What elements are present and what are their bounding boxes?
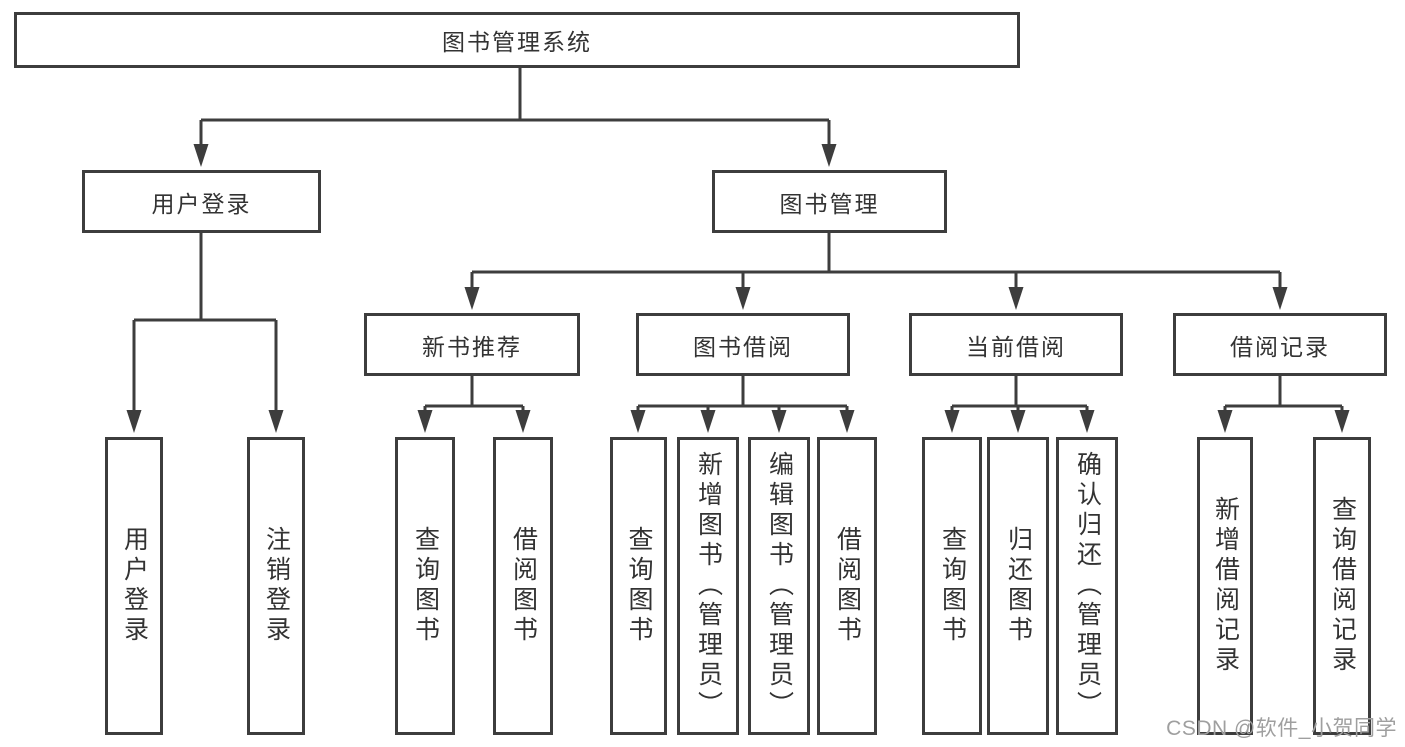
leaf-add-borrow-record: 新增借阅记录 [1197,437,1253,735]
arrow-head-icon [700,410,716,433]
leaf-user-login: 用户登录 [105,437,163,735]
leaf-borrow-books: 借阅图书 [817,437,877,735]
arrow-head-icon [735,287,751,310]
connector-book-management-branch [470,233,1282,289]
branch-lines [132,68,1344,412]
leaf-query-borrow-record: 查询借阅记录 [1313,437,1371,735]
arrow-head-icon [771,410,787,433]
leaf-query-books-current: 查询图书 [922,437,982,735]
node-library-management-system: 图书管理系统 [14,12,1020,68]
arrow-head-icon [1010,410,1026,433]
leaf-logout: 注销登录 [247,437,305,735]
node-book-borrowing: 图书借阅 [636,313,850,376]
arrow-head-icon [1008,287,1024,310]
node-new-book-recommend: 新书推荐 [364,313,580,376]
connector-current-borrow-branch [950,376,1089,412]
node-current-borrowing: 当前借阅 [909,313,1123,376]
arrow-head-icon [630,410,646,433]
connector-new-book-branch [423,376,525,412]
arrow-head-icon [268,410,284,433]
arrow-head-icon [944,410,960,433]
arrow-head-icon [821,144,837,167]
arrow-head-icon [193,144,209,167]
node-user-login: 用户登录 [82,170,321,233]
arrow-head-icon [126,410,142,433]
arrow-head-icon [515,410,531,433]
node-book-management: 图书管理 [712,170,947,233]
leaf-borrow-books-recommend: 借阅图书 [493,437,553,735]
leaf-query-books-borrowing: 查询图书 [610,437,667,735]
leaf-query-books-recommend: 查询图书 [395,437,455,735]
arrowheads [126,144,1350,433]
csdn-watermark: CSDN @软件_小贺同学 [1166,717,1397,740]
arrow-head-icon [417,410,433,433]
connector-root-to-level2 [199,68,831,146]
leaf-edit-books-admin: 编辑图书（管理员） [748,437,810,735]
arrow-head-icon [1079,410,1095,433]
connector-user-login-branch [132,233,278,412]
arrow-head-icon [1217,410,1233,433]
arrow-head-icon [464,287,480,310]
arrow-head-icon [839,410,855,433]
connector-book-borrow-branch [636,376,849,412]
leaf-return-books: 归还图书 [987,437,1049,735]
leaf-confirm-return-admin: 确认归还（管理员） [1056,437,1118,735]
leaf-add-books-admin: 新增图书（管理员） [677,437,739,735]
arrow-head-icon [1272,287,1288,310]
node-borrowing-records: 借阅记录 [1173,313,1387,376]
connector-borrow-records-branch [1223,376,1344,412]
arrow-head-icon [1334,410,1350,433]
